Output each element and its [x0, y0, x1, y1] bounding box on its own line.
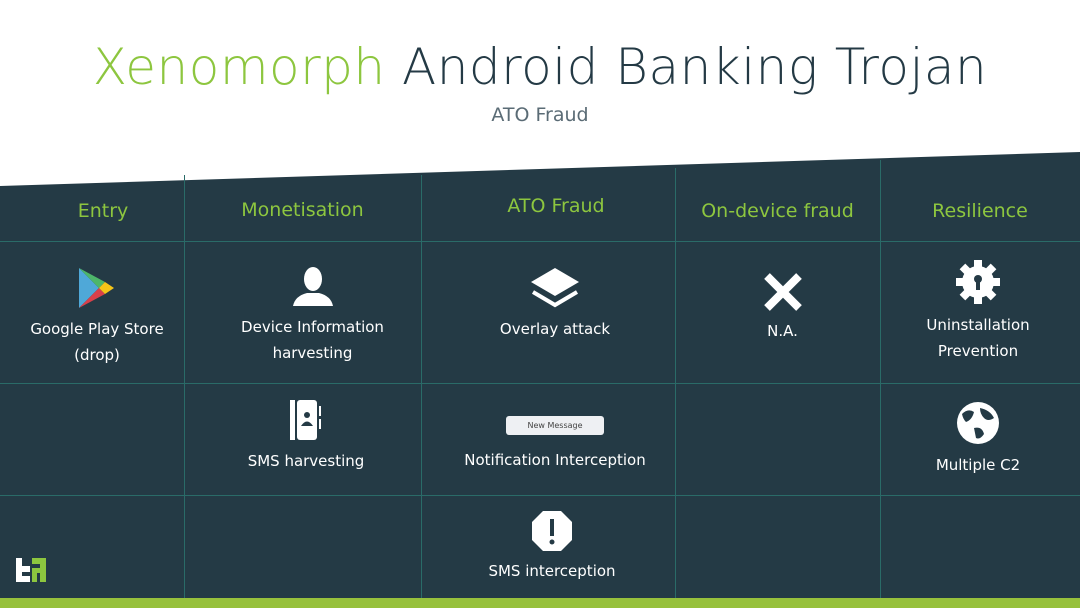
cell-text: N.A.: [767, 322, 798, 340]
title-accent: Xenomorph: [92, 38, 386, 96]
divider: [421, 175, 422, 598]
close-icon: [763, 273, 802, 311]
cell-multiple-c2: Multiple C2: [880, 400, 1076, 478]
layers-icon: [531, 268, 579, 308]
title-rest: Android Banking Trojan: [402, 38, 988, 96]
divider: [0, 241, 1080, 242]
cell-sms-interception: SMS interception: [421, 510, 683, 584]
cell-text: SMS harvesting: [247, 452, 365, 470]
cell-text: (drop): [74, 346, 120, 364]
cell-google-play: Google Play Store (drop): [0, 266, 194, 368]
cell-sms-harvesting: SMS harvesting: [184, 398, 428, 474]
subtitle: ATO Fraud: [491, 104, 589, 126]
warning-octagon-icon: [532, 511, 572, 551]
contacts-book-icon: [290, 400, 321, 440]
column-header-ato-fraud: ATO Fraud: [507, 195, 605, 217]
cell-text: Prevention: [937, 342, 1019, 360]
column-header-monetisation: Monetisation: [241, 199, 364, 221]
cell-text: Notification Interception: [464, 451, 646, 469]
globe-icon: [957, 402, 999, 444]
divider: [0, 383, 1080, 384]
cell-text: Device Information: [241, 318, 384, 336]
cell-text: Uninstallation: [926, 316, 1030, 334]
cell-na: N.A.: [680, 272, 885, 344]
company-logo: [16, 558, 46, 582]
gear-lock-icon: [956, 260, 1000, 304]
page-title: Xenomorph Android Banking Trojan: [0, 38, 1080, 96]
new-message-badge: New Message: [506, 416, 604, 435]
cell-device-info: Device Information harvesting: [184, 266, 441, 366]
divider: [0, 495, 1080, 496]
cell-text: Overlay attack: [499, 320, 611, 338]
cell-text: Multiple C2: [935, 456, 1021, 474]
column-header-resilience: Resilience: [932, 200, 1028, 222]
cell-uninstallation-prevention: Uninstallation Prevention: [880, 258, 1076, 364]
cell-text: SMS interception: [488, 562, 616, 580]
user-icon: [292, 267, 333, 306]
cell-notification-interception: New Message Notification Interception: [421, 410, 689, 473]
divider: [184, 175, 185, 598]
column-header-on-device-fraud: On-device fraud: [701, 200, 854, 222]
cell-text: harvesting: [272, 344, 353, 362]
cell-overlay-attack: Overlay attack: [421, 266, 689, 342]
divider: [880, 160, 881, 598]
google-play-icon: [79, 268, 114, 308]
footer-bar: [0, 598, 1080, 608]
column-header-entry: Entry: [77, 200, 129, 222]
cell-text: Google Play Store: [30, 320, 164, 338]
